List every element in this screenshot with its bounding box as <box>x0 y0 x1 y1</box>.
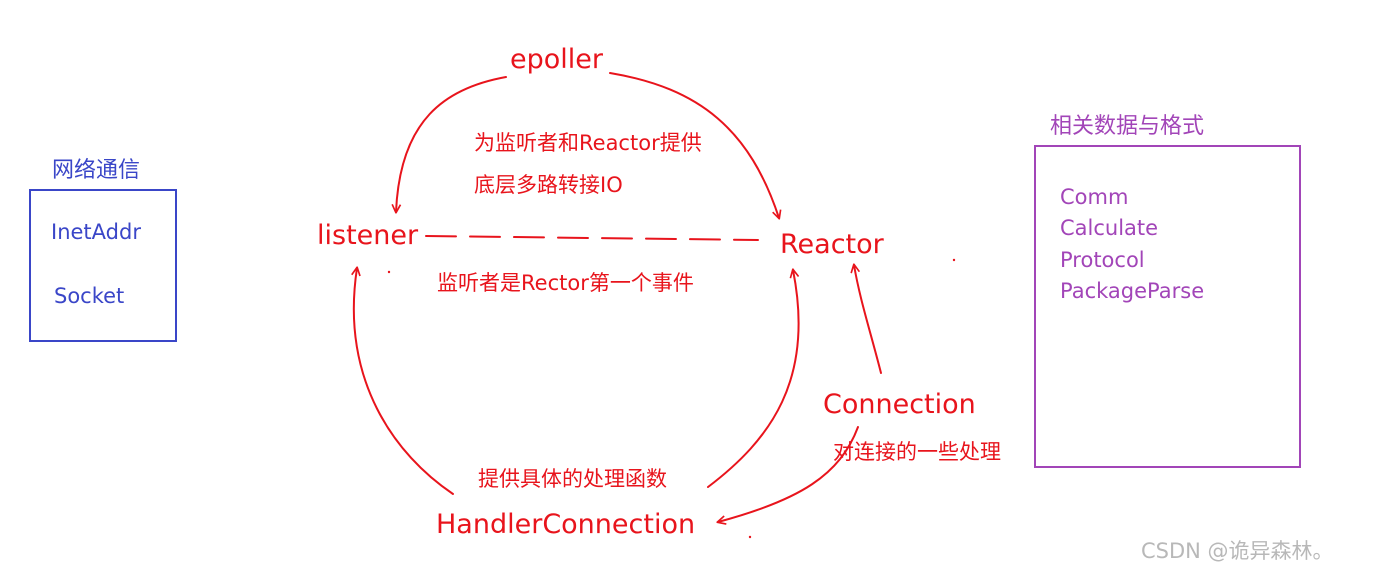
data-item-packageparse: PackageParse <box>1060 279 1205 303</box>
arrow-connection-to-handler <box>718 426 859 522</box>
network-box-title: 网络通信 <box>52 158 141 183</box>
network-item-socket: Socket <box>54 284 125 308</box>
note-epoller-provides: 为监听者和Reactor提供 <box>474 131 702 155</box>
note-handler-provides: 提供具体的处理函数 <box>478 467 667 491</box>
arrow-handler-to-listener <box>354 268 454 495</box>
stray-dot <box>748 535 752 539</box>
arrow-connection-to-reactor <box>854 265 882 374</box>
node-epoller: epoller <box>510 44 603 75</box>
note-epoller-multiplex: 底层多路转接IO <box>474 173 623 197</box>
note-listener-first-event: 监听者是Rector第一个事件 <box>437 271 694 295</box>
stray-dot <box>952 258 956 262</box>
arrow-handler-to-reactor <box>707 270 800 488</box>
node-connection: Connection <box>823 389 976 420</box>
node-handler-connection: HandlerConnection <box>436 509 696 540</box>
network-item-inetaddr: InetAddr <box>51 220 141 244</box>
arrow-epoller-to-listener <box>396 76 507 212</box>
note-connection-processing: 对连接的一些处理 <box>833 440 1001 464</box>
network-box: InetAddr Socket <box>29 189 177 342</box>
dashed-listener-reactor <box>425 235 759 241</box>
arrow-epoller-to-reactor <box>609 72 779 218</box>
watermark: CSDN @诡异森林。 <box>1141 539 1334 563</box>
stray-dot <box>387 270 391 274</box>
data-item-comm: Comm <box>1060 185 1129 209</box>
data-item-protocol: Protocol <box>1060 248 1145 272</box>
node-listener: listener <box>317 220 419 251</box>
data-item-calculate: Calculate <box>1060 216 1159 240</box>
data-box: Comm Calculate Protocol PackageParse <box>1034 145 1301 468</box>
node-reactor: Reactor <box>780 229 884 260</box>
data-box-title: 相关数据与格式 <box>1050 114 1205 139</box>
